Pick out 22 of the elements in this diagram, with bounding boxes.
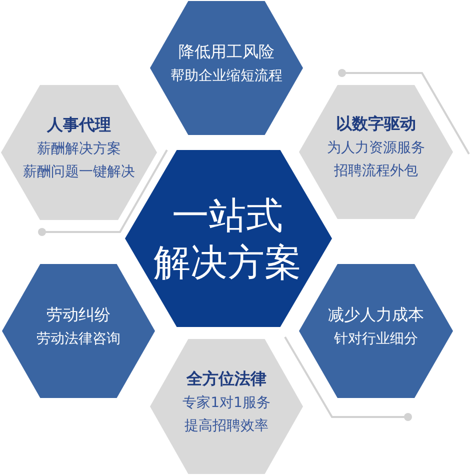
service-title: 以数字驱动 bbox=[336, 113, 416, 135]
hexagon-tile bbox=[1, 85, 157, 220]
service-title: 降低用工风险 bbox=[178, 40, 274, 62]
service-description: 招聘流程外包 bbox=[334, 162, 418, 181]
hexagon-tile bbox=[2, 264, 155, 398]
service-title: 人事代理 bbox=[47, 114, 111, 136]
hexagon-tile bbox=[299, 85, 453, 219]
service-description: 针对行业细分 bbox=[334, 330, 418, 348]
hexagon-tile bbox=[299, 264, 453, 398]
service-title: 减少人力成本 bbox=[328, 304, 424, 326]
service-description: 薪酬解决方案 bbox=[37, 140, 121, 158]
service-description: 为人力资源服务 bbox=[327, 139, 425, 158]
service-description: 提高招聘效率 bbox=[184, 416, 268, 436]
hexagon-tile bbox=[150, 1, 303, 135]
center-title: 一站式解决方案 bbox=[154, 192, 303, 286]
service-description: 薪酬问题一键解决 bbox=[23, 162, 135, 182]
service-description: 劳动法律咨询 bbox=[36, 330, 120, 348]
service-description: 帮助企业缩短流程 bbox=[170, 66, 282, 86]
hexagon-tile bbox=[150, 339, 303, 474]
service-title: 劳动纠纷 bbox=[46, 304, 110, 326]
service-title: 全方位法律 bbox=[186, 368, 266, 390]
service-description: 专家1对1服务 bbox=[182, 394, 270, 412]
